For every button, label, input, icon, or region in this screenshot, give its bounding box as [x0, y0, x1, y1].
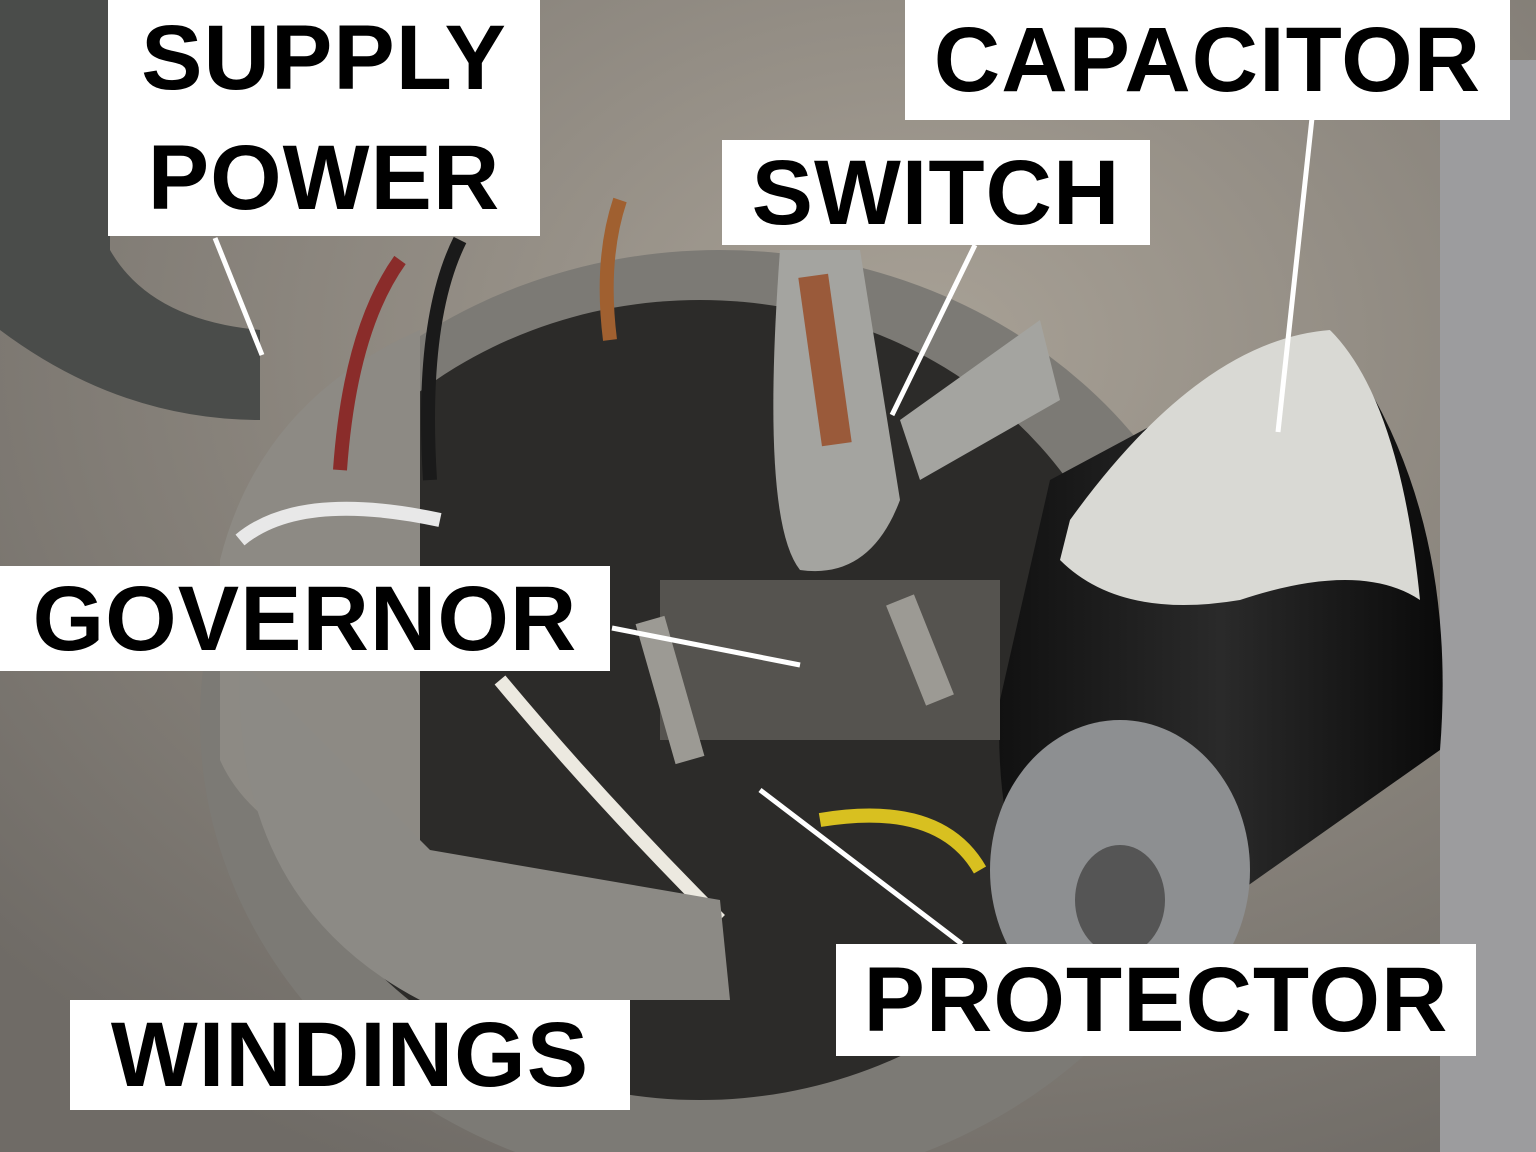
label-capacitor: CAPACITOR [905, 0, 1510, 120]
leader-lines [212, 117, 1315, 946]
end-bell-bracket [239, 660, 730, 1000]
label-supply-power-line1: SUPPLY [141, 7, 507, 109]
leader-governor [611, 625, 801, 668]
label-supply-power: SUPPLY POWER [108, 0, 540, 236]
wires [235, 197, 987, 925]
leader-supply-power [212, 237, 265, 356]
leader-switch [889, 243, 978, 417]
governor [635, 580, 1000, 765]
centrifugal-switch [773, 250, 1060, 572]
label-governor: GOVERNOR [0, 566, 610, 671]
label-protector: PROTECTOR [836, 944, 1476, 1056]
label-switch: SWITCH [722, 140, 1150, 245]
supply-conduit [0, 0, 260, 420]
label-windings: WINDINGS [70, 1000, 630, 1110]
leader-capacitor [1275, 117, 1315, 433]
label-supply-power-line2: POWER [147, 127, 501, 229]
leader-protector [758, 788, 964, 946]
